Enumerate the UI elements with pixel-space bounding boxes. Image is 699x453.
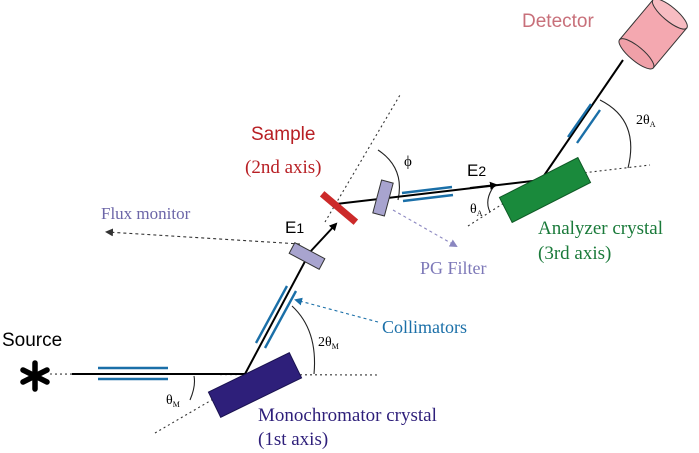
e1-label: E1 — [285, 218, 304, 237]
analyzer-beam-extension — [539, 164, 651, 179]
source-star-icon — [20, 360, 50, 392]
analyzer-label-line2: (3rd axis) — [538, 243, 611, 264]
two-theta-a-arc — [599, 99, 632, 169]
monochromator-label-line2: (1st axis) — [258, 429, 328, 450]
flux-monitor-arrow — [105, 228, 301, 245]
beam-filter-to-sample — [309, 222, 338, 253]
two-theta-m-label: 2θM — [318, 335, 339, 351]
detector-label: Detector — [522, 11, 594, 32]
sample — [319, 191, 359, 225]
beam-path — [72, 59, 624, 375]
collimator-mono-sample — [254, 285, 298, 349]
phi-label: ϕ — [404, 154, 412, 170]
collimator-sample-analyzer — [401, 185, 454, 203]
analyzer-crystal — [498, 156, 592, 224]
theta-m-label: θM — [166, 393, 180, 409]
collimator-source — [98, 366, 168, 381]
collimators-arrow — [294, 297, 379, 323]
theta-a-label: θA — [470, 202, 483, 218]
sample-label-line1: Sample — [251, 124, 315, 145]
beam-analyzer-to-detector — [540, 59, 624, 181]
theta-m-arc — [189, 375, 196, 401]
two-theta-m-arc — [291, 305, 316, 375]
pg-filter-incident — [288, 242, 326, 270]
pg-filter-label: PG Filter — [420, 258, 487, 278]
flux-monitor-label: Flux monitor — [101, 204, 191, 223]
collimator-analyzer-detector — [567, 103, 601, 144]
reference-lines — [49, 94, 651, 434]
collimators — [98, 103, 601, 381]
pg-filter-arrow — [392, 209, 458, 247]
beam-mono-to-filter — [244, 251, 311, 375]
detector — [618, 0, 688, 70]
beam-sample-to-analyzer — [335, 179, 542, 205]
phi-arc — [377, 149, 400, 201]
beam-e2-arrowhead — [469, 181, 498, 190]
e2-label: E2 — [467, 161, 486, 180]
collimators-label: Collimators — [382, 317, 467, 337]
theta-a-arc — [487, 185, 495, 213]
pg-filter-scattered — [372, 179, 394, 217]
two-theta-a-label: 2θA — [636, 113, 656, 129]
analyzer-label-line1: Analyzer crystal — [538, 218, 663, 239]
monochromator-label-line1: Monochromator crystal — [258, 405, 437, 426]
monochromator-crystal — [207, 352, 303, 418]
source-label: Source — [2, 330, 62, 351]
sample-label-line2: (2nd axis) — [245, 157, 322, 178]
